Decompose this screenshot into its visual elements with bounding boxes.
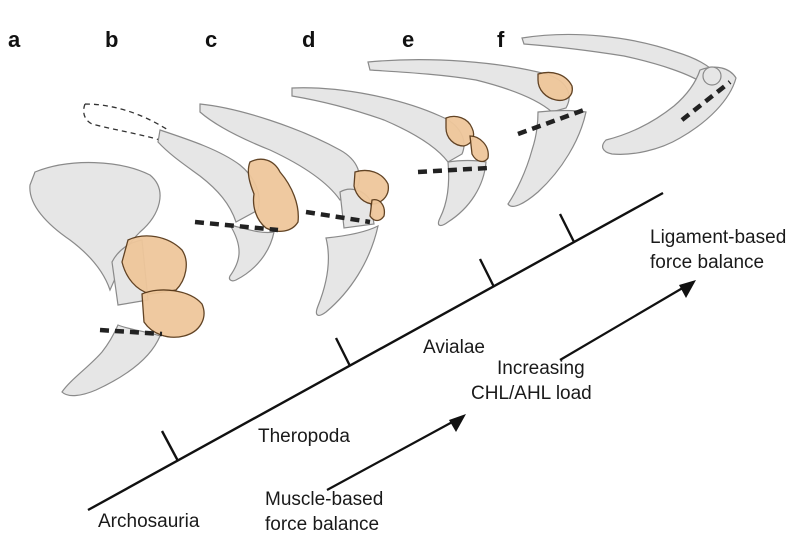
- muscle-based-label-line1: Muscle-based: [265, 489, 383, 510]
- node-tick-crown: [558, 213, 576, 243]
- ligament-based-label-line1: Ligament-based: [650, 227, 786, 248]
- panel-letter-f: f: [497, 27, 505, 52]
- panel-letter-a: a: [8, 27, 21, 52]
- panel-letter-d: d: [302, 27, 315, 52]
- panel-letter-e: e: [402, 27, 414, 52]
- pelvis-illustration-e: [367, 59, 587, 207]
- phylogeny-trunk: [87, 191, 664, 512]
- node-tick-archosauria: [160, 430, 180, 462]
- panel-letter-c: c: [205, 27, 217, 52]
- pelvis-illustration-c: [199, 103, 390, 316]
- panel-letter-b: b: [105, 27, 118, 52]
- ligament-based-label-line2: force balance: [650, 252, 764, 273]
- trend-arrow: [326, 280, 696, 491]
- clade-label-archosauria: Archosauria: [98, 511, 200, 532]
- pelvis-illustration-d: [291, 87, 489, 227]
- pelvis-illustration-b: [83, 103, 299, 282]
- node-tick-avialae: [478, 258, 496, 288]
- node-tick-theropoda: [334, 337, 352, 367]
- clade-label-avialae: Avialae: [423, 337, 485, 358]
- pelvis-illustration-a: [29, 162, 205, 397]
- pelvis-illustration-f: [521, 33, 737, 155]
- increasing-load-label-line1: Increasing: [497, 358, 585, 379]
- muscle-based-label-line2: force balance: [265, 514, 379, 535]
- increasing-load-label-line2: CHL/AHL load: [471, 383, 592, 404]
- clade-label-theropoda: Theropoda: [258, 426, 350, 447]
